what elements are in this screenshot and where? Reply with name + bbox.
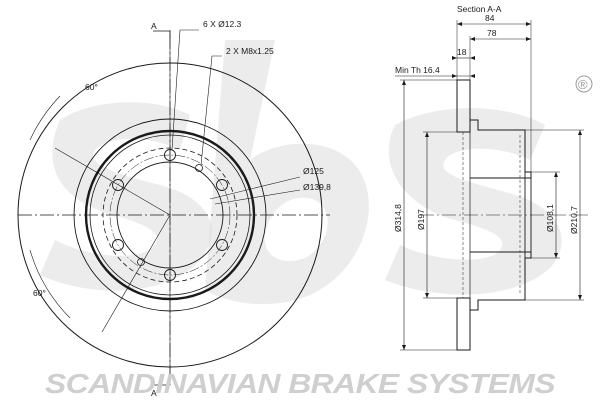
section-arrow-bottom bbox=[153, 378, 171, 386]
pcd-label: Ø125 bbox=[303, 166, 324, 176]
hub-label: Ø139,8 bbox=[303, 182, 331, 192]
bolt-hole bbox=[112, 239, 124, 251]
angle-line-top bbox=[54, 147, 171, 216]
threaded-hole bbox=[137, 258, 145, 266]
disc-outer-edge bbox=[17, 62, 323, 368]
threaded-holes bbox=[137, 164, 203, 266]
front-view bbox=[17, 29, 330, 386]
brand-footer-text: SCANDINAVIAN BRAKE SYSTEMS bbox=[45, 368, 556, 399]
sbs-watermark-logo bbox=[40, 40, 562, 305]
bolt-hole bbox=[164, 149, 176, 161]
section-title: Section A-A bbox=[457, 4, 502, 14]
dim-min-thickness-label: Min Th 16.4 bbox=[395, 65, 440, 75]
leader-threaded-holes bbox=[200, 55, 222, 166]
threaded-hole bbox=[195, 164, 203, 172]
bolt-hole bbox=[216, 239, 228, 251]
dim-hat-height-label: 78 bbox=[487, 28, 497, 38]
section-view bbox=[395, 20, 590, 351]
hat-inner-ring bbox=[89, 134, 251, 296]
threaded-holes-label: 2 X M8x1.25 bbox=[226, 46, 274, 56]
leader-hub bbox=[214, 189, 301, 205]
angle-line-bottom bbox=[101, 214, 171, 333]
dim-total-height-label: 84 bbox=[485, 13, 495, 23]
dim-outer-diameter-label: Ø314,8 bbox=[393, 204, 403, 232]
angle-arc-top bbox=[29, 95, 61, 141]
hat-outer-ring bbox=[84, 129, 256, 301]
bolt-hole bbox=[112, 179, 124, 191]
angle-arc-bottom bbox=[29, 249, 71, 319]
bolt-hole bbox=[216, 179, 228, 191]
bolt-hole bbox=[164, 269, 176, 281]
dim-center-bore-label: Ø108,1 bbox=[545, 204, 555, 232]
section-disc-ring-bottom bbox=[456, 297, 471, 351]
dimension-arrowheads bbox=[402, 22, 582, 350]
front-view-labels: A A 6 X Ø12.3 2 X M8x1.25 60° 60° Ø125 Ø… bbox=[33, 19, 331, 398]
bolt-holes bbox=[112, 149, 228, 281]
section-arrow-top bbox=[153, 30, 171, 38]
dim-hat-diameter-label: Ø210,7 bbox=[569, 206, 579, 234]
angle-bottom-label: 60° bbox=[33, 288, 46, 298]
section-marker-bottom: A bbox=[151, 388, 157, 398]
braking-surface-inner bbox=[73, 118, 267, 312]
center-bore bbox=[116, 161, 224, 269]
pcd-circle bbox=[109, 154, 231, 276]
dim-disc-thickness-label: 18 bbox=[457, 47, 467, 57]
dim-braking-inner-label: Ø197 bbox=[416, 209, 426, 230]
bolt-holes-label: 6 X Ø12.3 bbox=[203, 19, 242, 29]
registered-mark: ® bbox=[578, 77, 588, 92]
section-marker-top: A bbox=[151, 21, 157, 31]
leader-pcd bbox=[209, 176, 301, 200]
angle-top-label: 60° bbox=[85, 82, 98, 92]
registered-mark-circle bbox=[575, 75, 593, 93]
section-view-labels: Section A-A 84 78 18 Min Th 16.4 Ø314,8 … bbox=[393, 4, 579, 234]
hub-dashed-circle bbox=[102, 147, 238, 283]
leader-bolt-holes bbox=[171, 29, 199, 151]
